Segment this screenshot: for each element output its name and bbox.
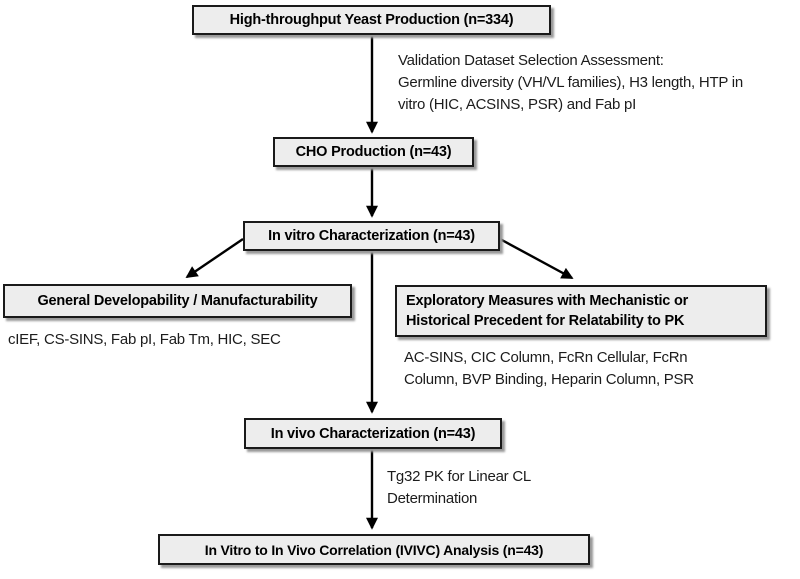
arrow-invitro-to-exploratory (499, 237, 574, 280)
node-yeast-production: High-throughput Yeast Production (n=334) (192, 5, 551, 35)
node-invitro-characterization: In vitro Characterization (n=43) (243, 221, 500, 251)
annotation-general-assays: cIEF, CS-SINS, Fab pI, Fab Tm, HIC, SEC (8, 331, 281, 348)
annotation-validation-criteria: Validation Dataset Selection Assessment:… (398, 52, 743, 113)
node-ivivc-analysis: In Vitro to In Vivo Correlation (IVIVC) … (158, 534, 590, 565)
annotation-exploratory-assays: AC-SINS, CIC Column, FcRn Cellular, FcRn… (404, 349, 694, 388)
arrow-invitro-to-general (185, 238, 244, 279)
node-invivo-characterization: In vivo Characterization (n=43) (244, 418, 502, 449)
node-general-developability: General Developability / Manufacturabili… (3, 284, 352, 318)
annotation-tg32-pk: Tg32 PK for Linear CL Determination (387, 468, 531, 507)
node-exploratory-measures: Exploratory Measures with Mechanistic or… (395, 285, 767, 337)
node-cho-production: CHO Production (n=43) (273, 137, 474, 167)
